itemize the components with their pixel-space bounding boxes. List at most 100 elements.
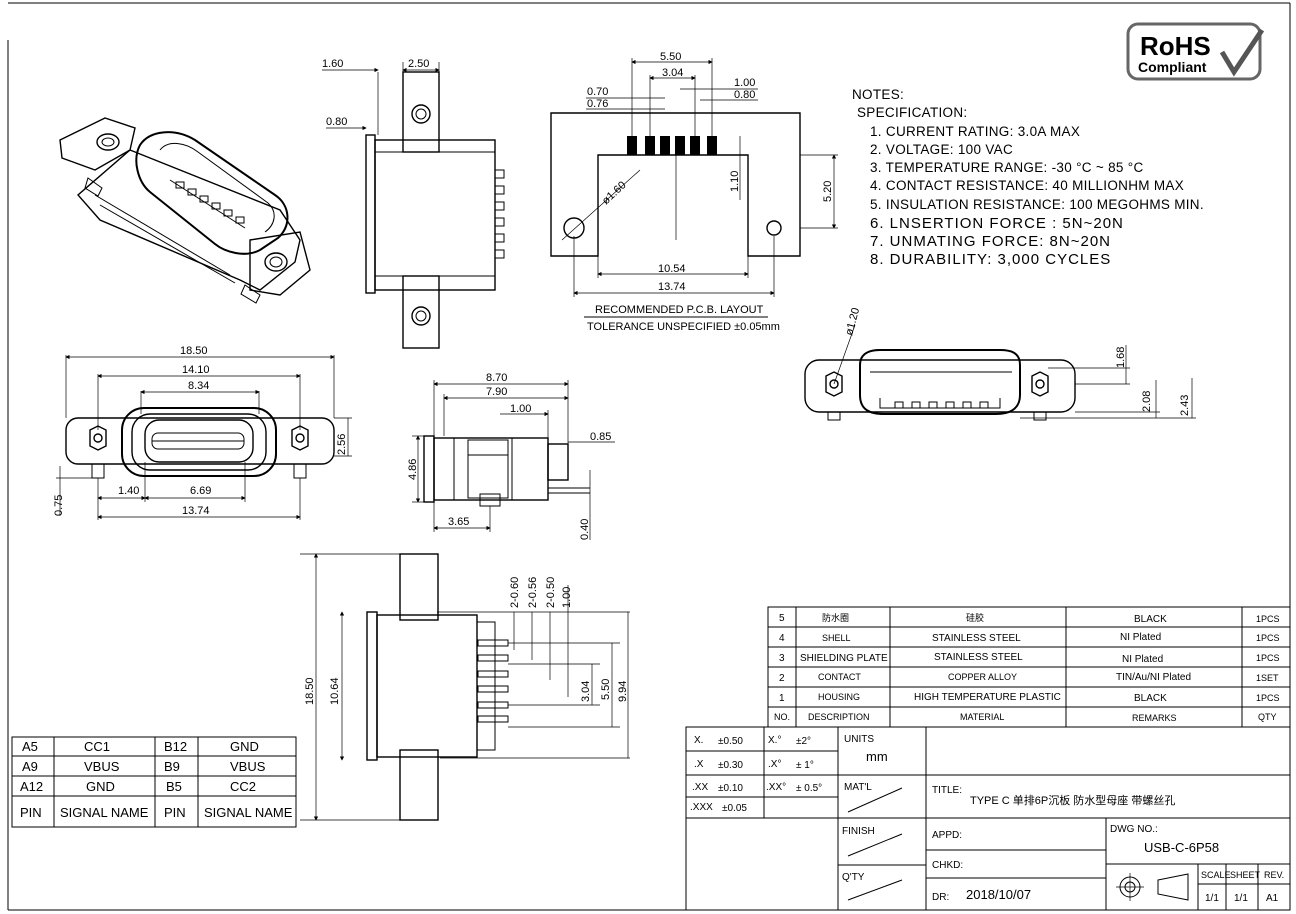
drawn-date: 2018/10/07: [966, 887, 1031, 902]
bom-header: NO.: [774, 712, 790, 722]
bom-header: DESCRIPTION: [808, 712, 870, 722]
dim-label: 2-0.60: [509, 577, 521, 608]
dim-label: 4.86: [407, 459, 419, 480]
signal-header: SIGNAL NAME: [204, 805, 293, 820]
dim-label: 1.10: [729, 171, 741, 192]
tol-value: ±0.10: [718, 783, 743, 794]
bom-remarks: NI Plated: [1120, 632, 1161, 643]
bom-remarks: TIN/Au/NI Plated: [1116, 672, 1191, 683]
note-item: 3. TEMPERATURE RANGE: -30 °C ~ 85 °C: [870, 160, 1144, 175]
bom-no: 5: [779, 613, 785, 624]
dim-label: 18.50: [180, 345, 208, 357]
pin-cell: B5: [166, 779, 182, 794]
signal-header: SIGNAL NAME: [60, 805, 149, 820]
quantity-label: Q'TY: [842, 872, 865, 883]
signal-cell: CC2: [230, 779, 256, 794]
notes-block: NOTES: SPECIFICATION: 1. CURRENT RATING:…: [852, 87, 1204, 268]
dim-label: 3.65: [448, 516, 469, 528]
dim-label: 0.70: [587, 86, 608, 98]
tol-value: ±0.30: [718, 760, 743, 771]
dim-label: 13.74: [658, 281, 686, 293]
right-view: ø1.20 1.68 2.08 2.43: [804, 306, 1196, 421]
bom-material: STAINLESS STEEL: [932, 633, 1021, 644]
bom-table: 5 防水圈 硅胶 BLACK 1PCS 4 SHELL STAINLESS ST…: [767, 606, 1291, 728]
pin-cell: A5: [22, 739, 38, 754]
dim-label: 1.00: [510, 403, 531, 415]
signal-cell: CC1: [84, 739, 110, 754]
bom-material: STAINLESS STEEL: [934, 652, 1023, 663]
finish-label: FINISH: [842, 826, 875, 837]
bom-no: 3: [779, 653, 785, 664]
pin-cell: B9: [164, 759, 180, 774]
bom-remarks: BLACK: [1134, 693, 1167, 704]
tol-label: .X: [694, 759, 704, 770]
title-block: X. ±0.50 X.° ±2° .X ±0.30 .X° ± 1° .XX ±…: [685, 726, 1291, 911]
dim-label: ø1.60: [600, 179, 629, 207]
pin-cell: A12: [20, 779, 43, 794]
bottom-view: 18.50 10.64 3.04 5.50 9.94 2-0.60 2-0.56…: [300, 553, 630, 821]
front-view: 18.50 14.10 8.34 2.56 0.75 1.40 6.69 13.…: [53, 345, 352, 520]
dim-label: 2-0.56: [527, 577, 539, 608]
projection-symbol-icon: [1116, 873, 1189, 901]
dim-label: 1.00: [734, 77, 755, 89]
signal-cell: VBUS: [230, 759, 266, 774]
bom-qty: 1PCS: [1256, 614, 1280, 624]
tol-value: ± 1°: [796, 760, 814, 771]
bom-desc: SHELL: [822, 633, 851, 643]
bom-header: MATERIAL: [960, 712, 1004, 722]
dim-label: 2.50: [408, 58, 429, 70]
rohs-title: RoHS: [1140, 31, 1211, 61]
dim-label: 9.94: [617, 681, 629, 702]
bom-desc: SHIELDING PLATE: [800, 653, 888, 664]
pin-header: PIN: [164, 805, 186, 820]
dim-label: 2.56: [336, 434, 348, 455]
dim-label: 5.50: [600, 679, 612, 700]
units-value: mm: [866, 749, 888, 764]
dim-label: 0.85: [590, 431, 611, 443]
profile-view: 8.70 7.90 1.00 0.85 4.86 3.65 0.40: [407, 372, 615, 540]
signal-cell: GND: [86, 779, 115, 794]
dim-label: 0.76: [587, 98, 608, 110]
dim-label: 0.80: [734, 89, 755, 101]
drawn-label: DR:: [932, 892, 949, 903]
bom-header: QTY: [1258, 712, 1277, 722]
title-label: TITLE:: [932, 785, 962, 796]
note-item: 4. CONTACT RESISTANCE: 40 MILLIONHM MAX: [870, 178, 1184, 193]
dim-label: 0.75: [53, 495, 65, 516]
sheet-label: SHEET: [1230, 870, 1261, 880]
tol-label: .X°: [768, 759, 781, 770]
tol-label: X.: [694, 735, 703, 746]
dim-label: 1.60: [322, 58, 343, 70]
dim-label: 14.10: [182, 364, 210, 376]
bom-remarks: NI Plated: [1122, 654, 1163, 665]
dim-label: 3.04: [580, 681, 592, 702]
tol-value: ±2°: [796, 736, 811, 747]
bom-header: REMARKS: [1132, 713, 1177, 723]
dim-label: 2.43: [1179, 395, 1191, 416]
note-item: 2. VOLTAGE: 100 VAC: [870, 142, 1013, 157]
bom-remarks: BLACK: [1134, 614, 1167, 625]
tol-value: ±0.05: [722, 803, 747, 814]
rohs-subtitle: Compliant: [1138, 59, 1207, 75]
drawing-number: USB-C-6P58: [1144, 840, 1219, 855]
material-label: MAT'L: [844, 782, 872, 793]
units-label: UNITS: [844, 734, 874, 745]
tol-value: ±0.50: [718, 736, 743, 747]
tol-label: .XXX: [690, 802, 713, 813]
tol-label: .XX: [692, 782, 708, 793]
drawing-number-label: DWG NO.:: [1110, 824, 1158, 835]
notes-title: NOTES:: [852, 87, 904, 102]
dim-label: 6.69: [190, 485, 211, 497]
bom-desc: 防水圈: [822, 612, 849, 623]
note-item: 7. UNMATING FORCE: 8N~20N: [870, 233, 1111, 250]
dim-label: 5.20: [822, 181, 834, 202]
pin-header: PIN: [20, 805, 42, 820]
pcb-layout-view: 5.50 3.04 1.00 0.80 0.70 0.76 1.10 5.20 …: [550, 51, 838, 333]
bom-no: 4: [779, 633, 785, 644]
bom-material: 硅胶: [966, 612, 984, 623]
dim-label: 2.08: [1141, 391, 1153, 412]
pin-cell: A9: [22, 759, 38, 774]
scale-label: SCALE: [1201, 870, 1231, 880]
note-item: 8. DURABILITY: 3,000 CYCLES: [870, 251, 1111, 268]
